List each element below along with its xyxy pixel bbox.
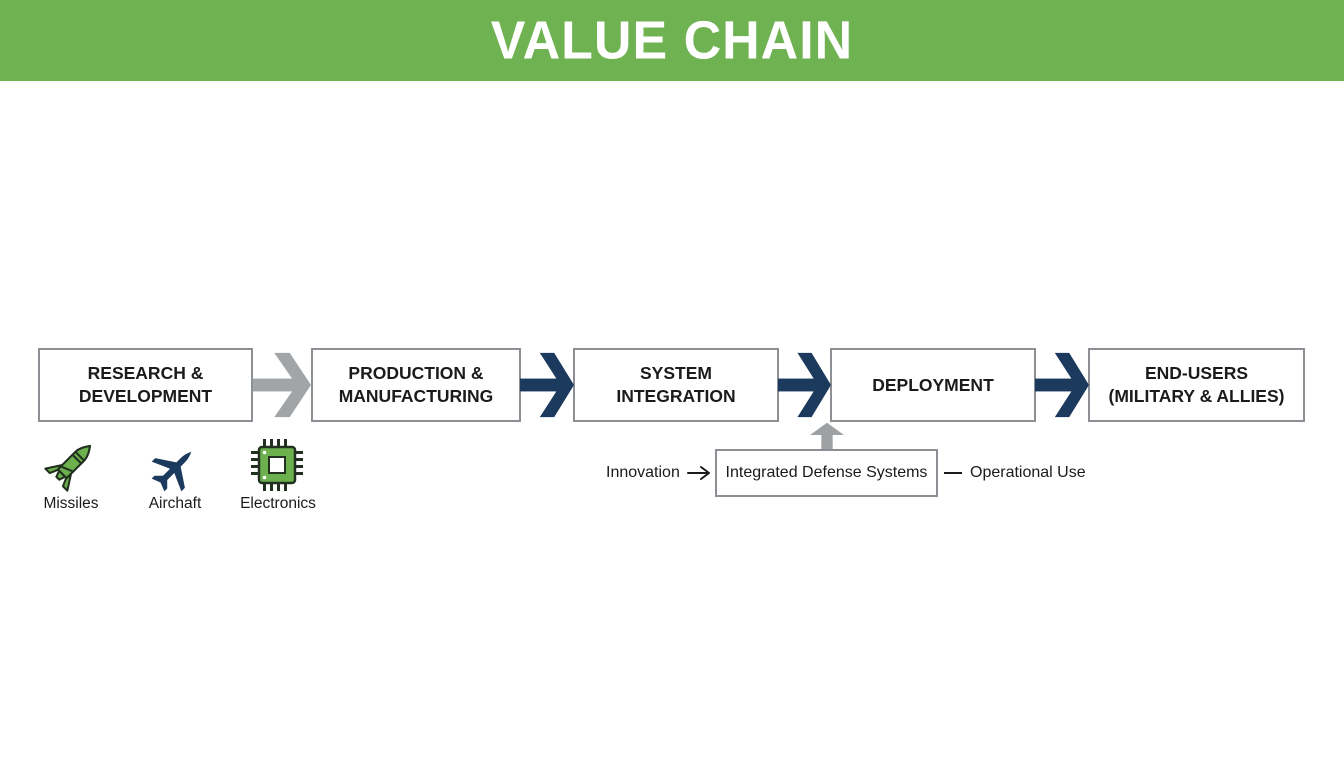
stage-box-production-manufacturing: PRODUCTION & MANUFACTURING (311, 348, 521, 422)
stage-label: SYSTEM INTEGRATION (616, 363, 736, 406)
rd-item-label-missiles: Missiles (43, 495, 99, 512)
rd-item-label-electronics: Electronics (240, 495, 316, 512)
stage-label: DEPLOYMENT (872, 374, 994, 395)
page-title: VALUE CHAIN (490, 10, 854, 71)
flow-arrow-icon (778, 352, 831, 418)
stage-box-end-users: END-USERS (MILITARY & ALLIES) (1088, 348, 1305, 422)
chip-icon (251, 439, 303, 491)
aircraft-icon (151, 451, 192, 492)
rd-item-label-aircraft: Airchaft (148, 495, 202, 512)
stage-box-system-integration: SYSTEM INTEGRATION (573, 348, 779, 422)
stage-box-deployment: DEPLOYMENT (830, 348, 1036, 422)
operational-use-label: Operational Use (970, 464, 1086, 481)
stage-label: RESEARCH & DEVELOPMENT (78, 363, 213, 406)
flow-arrow-icon (253, 352, 311, 418)
operational-use-connector-line (944, 472, 962, 474)
stage-box-research-development: RESEARCH & DEVELOPMENT (38, 348, 253, 422)
stage-label: END-USERS (MILITARY & ALLIES) (1108, 363, 1285, 406)
innovation-arrow-icon (687, 466, 710, 480)
integrated-defense-systems-box: Integrated Defense Systems (715, 449, 938, 497)
ids-box-label: Integrated Defense Systems (725, 464, 928, 481)
flow-arrow-icon (520, 352, 574, 418)
flow-arrow-icon (1035, 352, 1089, 418)
missile-icon (44, 444, 92, 492)
stage-label: PRODUCTION & MANUFACTURING (338, 363, 494, 406)
header-banner: VALUE CHAIN (0, 0, 1344, 81)
innovation-label: Innovation (606, 464, 680, 481)
up-arrow-icon (810, 422, 844, 450)
